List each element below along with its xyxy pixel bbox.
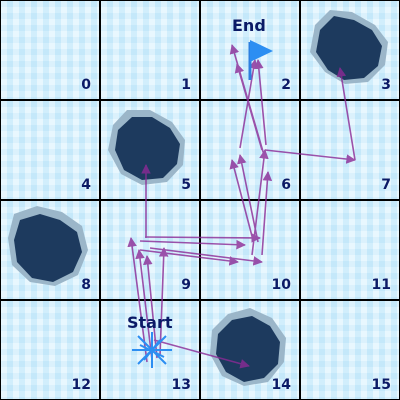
cell-number: 2 (281, 77, 291, 93)
start-label: Start (127, 313, 173, 332)
cell-number: 8 (81, 277, 91, 293)
cell-number: 4 (81, 177, 91, 193)
cell-4: 4 (1, 101, 99, 199)
cell-10: 10 (201, 201, 299, 299)
cell-number: 15 (371, 377, 391, 393)
cell-8: 8 (1, 201, 99, 299)
cell-number: 0 (81, 77, 91, 93)
cell-5: 5 (101, 101, 199, 199)
cell-0: 0 (1, 1, 99, 99)
cell-3: 3 (301, 1, 399, 99)
cell-number: 6 (281, 177, 291, 193)
cell-15: 15 (301, 301, 399, 399)
cell-number: 7 (381, 177, 391, 193)
cell-number: 10 (271, 277, 291, 293)
cell-14: 14 (201, 301, 299, 399)
end-label: End (232, 16, 266, 35)
cell-number: 1 (181, 77, 191, 93)
cell-6: 6 (201, 101, 299, 199)
cell-number: 13 (171, 377, 191, 393)
cell-number: 11 (371, 277, 391, 293)
cell-number: 5 (181, 177, 191, 193)
cell-12: 12 (1, 301, 99, 399)
cell-7: 7 (301, 101, 399, 199)
cell-number: 9 (181, 277, 191, 293)
cell-11: 11 (301, 201, 399, 299)
cell-number: 12 (71, 377, 91, 393)
cell-1: 1 (101, 1, 199, 99)
cell-number: 3 (381, 77, 391, 93)
cell-number: 14 (271, 377, 291, 393)
cell-9: 9 (101, 201, 199, 299)
